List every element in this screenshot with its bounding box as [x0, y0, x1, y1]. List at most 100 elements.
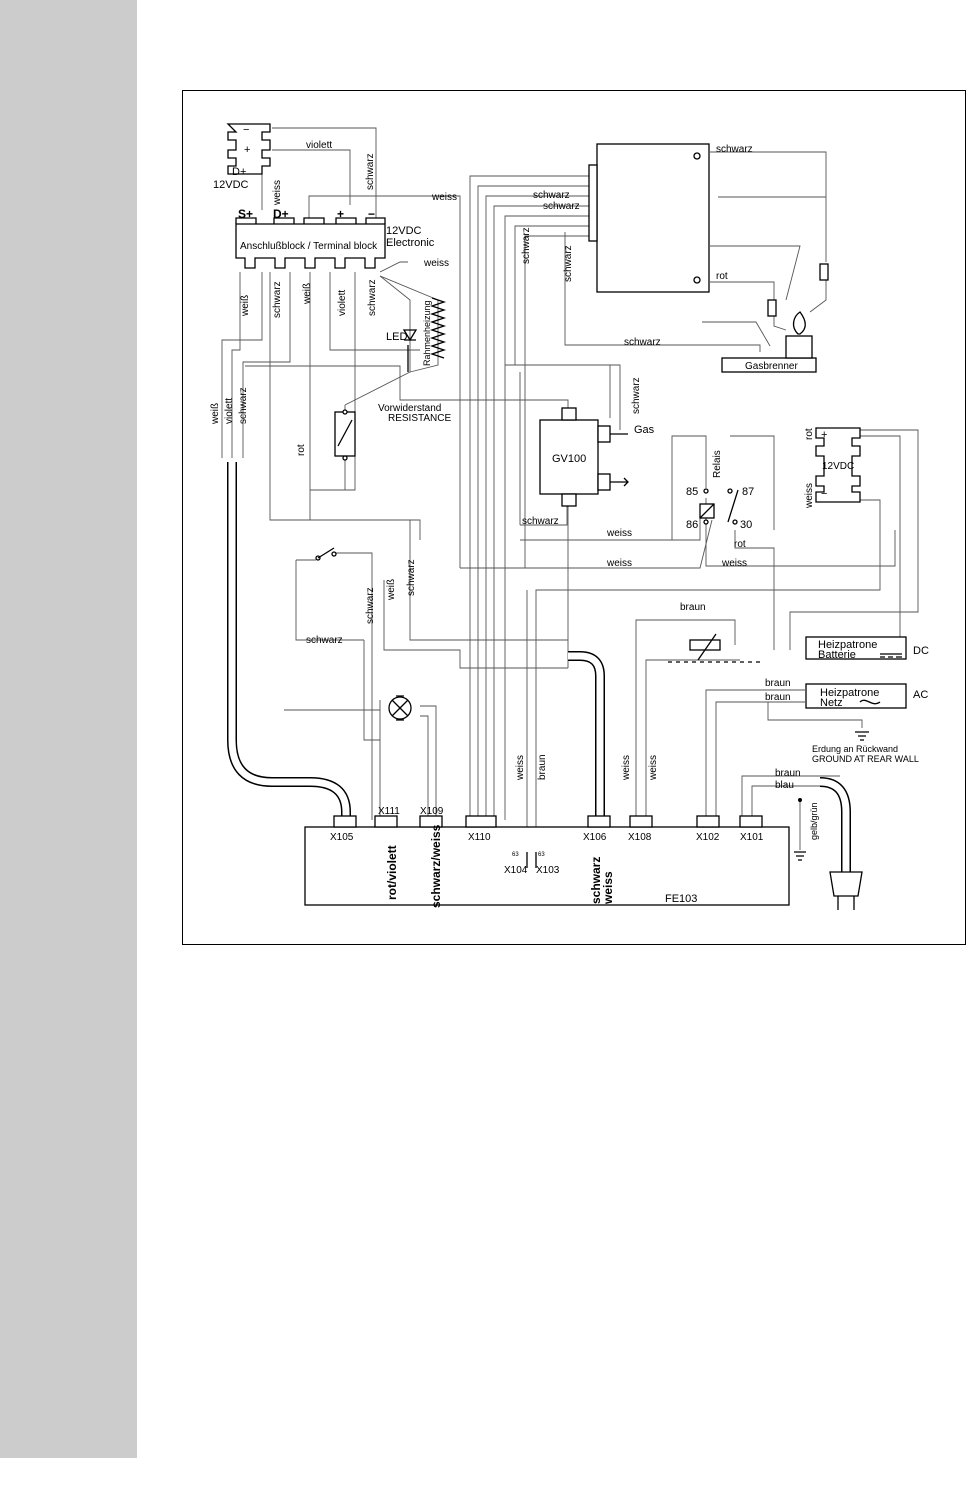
relais-label: Relais [712, 450, 723, 478]
terminal-block-label: Anschlußblock / Terminal block [240, 241, 378, 252]
terminal-block: S+ D+ + − Anschlußblock / Terminal block… [235, 207, 435, 269]
battery-right: + − 12VDC [815, 427, 861, 503]
x102-label: X102 [696, 832, 720, 843]
wire-label: braun [765, 692, 791, 703]
wire-label: gelb/grün [809, 802, 819, 840]
wire-label: weiss [721, 558, 747, 569]
battery-right-plus: + [821, 429, 827, 441]
terminal-plus: + [337, 207, 344, 221]
wire-label: schwarz [563, 245, 574, 282]
ac-label: AC [913, 689, 928, 701]
relay-86-label: 86 [686, 519, 698, 531]
erdung-label-1: Erdung an Rückwand [812, 744, 898, 754]
wire-label: rot [296, 444, 307, 456]
terminal-minus: − [368, 207, 375, 221]
relay-87-label: 87 [742, 486, 754, 498]
wire-label: weiss [804, 483, 815, 509]
wire-label: weiß [240, 295, 251, 317]
wire-label: violett [337, 290, 348, 316]
wire-label: weiß [302, 283, 313, 305]
wire-label: blau [775, 780, 794, 791]
wire-label: rot [804, 428, 815, 440]
x111-label: X111 [378, 806, 400, 817]
resistance-label: RESISTANCE [388, 413, 451, 424]
pin-63-b: 63 [538, 852, 545, 858]
diagram-frame [182, 90, 966, 945]
cable-harness [227, 462, 863, 910]
erdung-label-2: GROUND AT REAR WALL [812, 754, 919, 764]
x109-label: X109 [420, 806, 444, 817]
dc-label: DC [913, 645, 929, 657]
relay-85-label: 85 [686, 486, 698, 498]
page-margin-band [0, 0, 137, 1458]
x106-label: X106 [583, 832, 607, 843]
battery-top: − + D+ 12VDC [213, 123, 271, 191]
pin-63-a: 63 [512, 852, 519, 858]
wire-label: weiss [423, 258, 449, 269]
heiz-netz-label-2: Netz [820, 697, 843, 709]
heater-battery: Heizpatrone Batterie DC [805, 636, 929, 661]
battery-top-voltage-label: 12VDC [213, 179, 249, 191]
fe103-board: X105 X111 X109 X110 X106 X108 X102 X101 … [304, 806, 790, 908]
rot-violett-label: rot/violett [385, 845, 399, 900]
wire-label: braun [537, 754, 548, 780]
battery-top-dplus-label: D+ [232, 166, 246, 178]
heiz-batt-label-1: Heizpatrone [818, 639, 877, 651]
wire-label: schwarz [238, 387, 249, 424]
wire-label: weiss [272, 180, 283, 206]
relay: 85 86 87 30 Relais [686, 450, 754, 531]
x101-label: X101 [740, 832, 764, 843]
wire-label: schwarz [306, 635, 343, 646]
x108-label: X108 [628, 832, 652, 843]
wire-label: violett [224, 398, 235, 424]
x103-label: X103 [536, 865, 560, 876]
x104-label: X104 [504, 865, 528, 876]
electronic-label-2: Electronic [386, 237, 435, 249]
wire-label: rot [734, 539, 746, 550]
wire-label: weiss [431, 192, 457, 203]
wire-label: schwarz [406, 559, 417, 596]
rahmenheizung-label: Rahmenheizung [422, 300, 432, 366]
x105-label: X105 [330, 832, 354, 843]
wire-label: schwarz [533, 190, 570, 201]
heiz-batt-label-2: Batterie [818, 649, 856, 661]
led-label: LED [386, 331, 407, 343]
gas-valve-gv100: GV100 Gas [539, 407, 655, 507]
wire-label: schwarz [521, 227, 532, 264]
wire-label: weiss [606, 528, 632, 539]
wire-label: schwarz [365, 587, 376, 624]
wire-label: weiss [621, 755, 632, 781]
control-unit [588, 143, 710, 293]
fuse-switch-box [334, 409, 356, 461]
battery-top-plus-label: + [244, 144, 250, 156]
battery-right-minus: − [821, 488, 827, 500]
wire-lines [221, 127, 919, 868]
relay-30-label: 30 [740, 519, 752, 531]
wire-label: weiss [606, 558, 632, 569]
wire-label: schwarz [716, 144, 753, 155]
battery-right-voltage-label: 12VDC [822, 461, 854, 472]
wire-label: braun [765, 678, 791, 689]
fe103-label: FE103 [665, 893, 697, 905]
wire-label: weiss [648, 755, 659, 781]
x106-weiss-label: weiss [601, 871, 615, 905]
battery-top-minus-label: − [243, 124, 249, 136]
wire-label: braun [680, 602, 706, 613]
electronic-label-1: 12VDC [386, 225, 422, 237]
gv100-label: GV100 [552, 453, 586, 465]
gasbrenner-label: Gasbrenner [745, 361, 798, 372]
wire-label: schwarz [522, 516, 559, 527]
wire-label: schwarz [543, 201, 580, 212]
wire-label: schwarz [365, 153, 376, 190]
gas-label: Gas [634, 424, 655, 436]
x110-label: X110 [468, 832, 491, 843]
wire-label: violett [306, 140, 332, 151]
wire-label: schwarz [367, 279, 378, 316]
terminal-d-plus: D+ [273, 207, 289, 221]
wire-labels: violett schwarz weiss weiss weiss schwar… [210, 140, 819, 840]
x106-schwarz-label: schwarz [589, 857, 603, 904]
terminal-s-plus: S+ [238, 207, 253, 221]
gas-burner: Gasbrenner [721, 263, 829, 373]
schwarz-weiss-label: schwarz/weiss [429, 824, 443, 908]
